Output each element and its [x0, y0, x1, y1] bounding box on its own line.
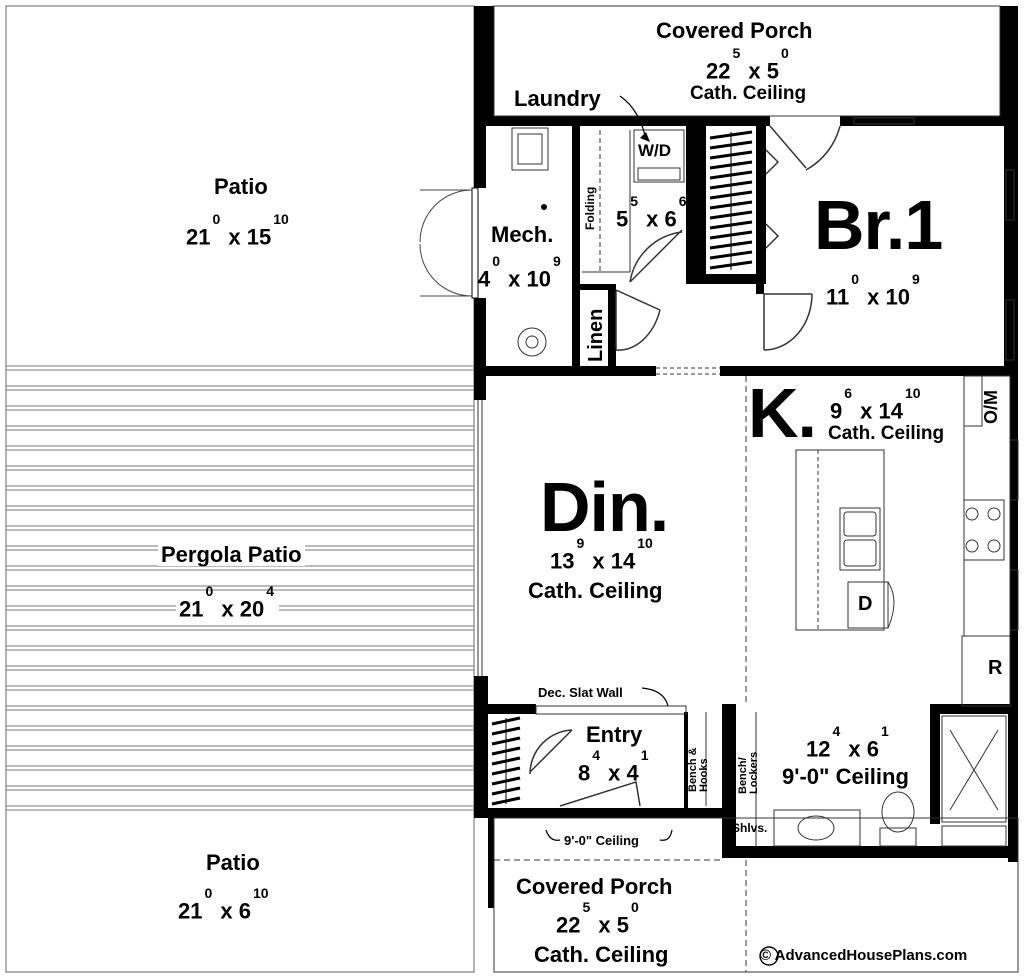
porch-ceiling-label: 9'-0" Ceiling: [564, 833, 639, 848]
dining-dim: 139 x 1410: [550, 535, 653, 574]
covered-porch-top-name: Covered Porch: [656, 18, 813, 43]
pergola-patio-name: Pergola Patio: [158, 544, 305, 566]
oven-micro-label: O/M: [981, 390, 1001, 424]
lockers-label: Bench/ Lockers: [737, 751, 760, 794]
walls: [474, 6, 1018, 908]
mech-dot: [541, 204, 547, 210]
covered-porch-bottom-ceiling: Cath. Ceiling: [534, 942, 669, 967]
kitchen-name: K.: [748, 374, 817, 452]
bath-ceiling: 9'-0" Ceiling: [782, 764, 909, 789]
covered-porch-bottom-dim: 225 x 50: [556, 899, 639, 938]
dining-ceiling: Cath. Ceiling: [528, 578, 663, 603]
porch-ceiling-arrow-left: [545, 829, 561, 841]
closet-rods: [491, 130, 753, 806]
fridge-label: R: [988, 657, 1003, 679]
pergola-patio-dim: 210 x 204: [176, 584, 280, 621]
bench-hooks-label: Bench & Hooks: [687, 747, 710, 792]
br1-name: Br.1: [814, 186, 943, 264]
patio-bottom-dim: 210 x 610: [178, 885, 269, 924]
entry-name: Entry: [586, 722, 643, 747]
porch-ceiling-arrow-right: [659, 829, 673, 841]
patio-bottom-name: Patio: [206, 850, 260, 875]
slat-wall-label: Dec. Slat Wall: [538, 685, 623, 700]
laundry-name: Laundry: [514, 86, 601, 111]
washer-dryer-label: W/D: [638, 141, 672, 160]
kitchen-dim: 96 x 1410: [830, 385, 921, 424]
covered-porch-top-dim: 225 x 50: [706, 45, 789, 84]
br1-dim: 110 x 109: [826, 271, 920, 310]
thin-lines: [477, 5, 1019, 973]
patio-top-dim: 210 x 1510: [186, 211, 289, 250]
slat-arrow: [641, 687, 669, 707]
mech-name: Mech.: [491, 222, 554, 247]
covered-porch-bottom-name: Covered Porch: [516, 874, 673, 899]
linen-label: Linen: [585, 308, 607, 362]
mech-dim: 40 x 109: [478, 253, 561, 292]
laundry-dim: 55 x 66: [616, 193, 687, 232]
patio-outlines: [5, 5, 475, 973]
entry-dim: 84 x 41: [578, 747, 649, 786]
door-swings: [529, 125, 841, 807]
kitchen-ceiling: Cath. Ceiling: [828, 423, 945, 444]
copyright-text: © AdvancedHousePlans.com: [760, 947, 968, 964]
dishwasher-label: D: [858, 593, 873, 615]
patio-top-name: Patio: [214, 174, 268, 199]
pergola-slats: [6, 365, 474, 811]
shelves-label: Shlvs.: [732, 821, 768, 835]
copyright-mark: [759, 946, 779, 966]
covered-porch-top-ceiling: Cath. Ceiling: [690, 83, 807, 104]
patio-door: [419, 187, 479, 299]
laundry-arrowhead: [640, 132, 650, 142]
dining-name: Din.: [540, 468, 669, 546]
bath-dim: 124 x 61: [806, 723, 889, 762]
folding-label: Folding: [583, 186, 597, 230]
